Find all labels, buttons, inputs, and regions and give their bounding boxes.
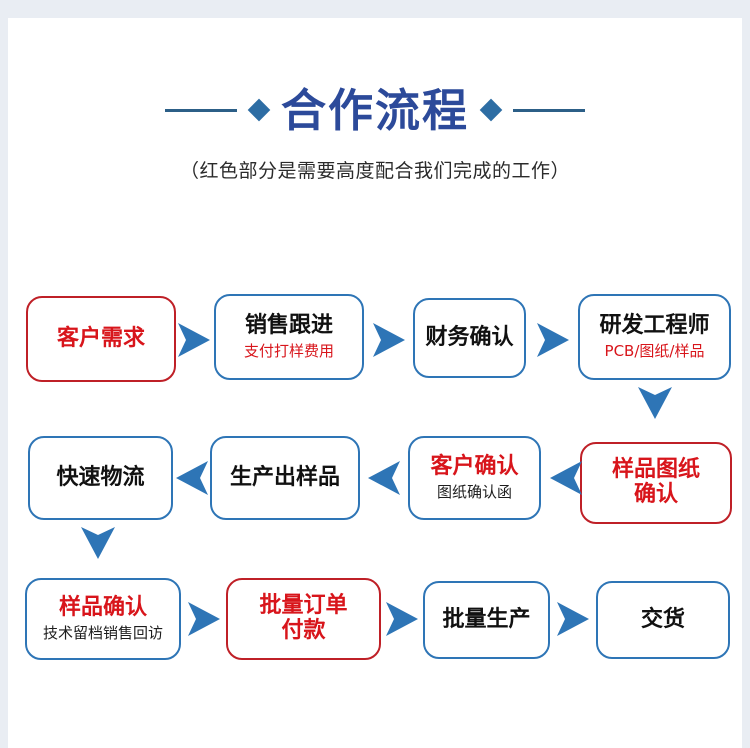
flow-node-title: 交货 (640, 606, 685, 632)
flow-node-bulk-production: 批量生产 (423, 581, 550, 659)
arrow-sample-to-order-icon (188, 602, 220, 636)
flow-node-subtitle: 技术留档销售回访 (42, 624, 163, 643)
flow-node-subtitle: PCB/图纸/样品 (604, 342, 705, 361)
flow-node-subtitle: 支付打样费用 (243, 342, 334, 361)
arrow-production-to-delivery-icon (557, 602, 589, 636)
flow-node-delivery: 交货 (596, 581, 730, 659)
flow-node-title: 批量生产 (442, 606, 531, 632)
page-header: 合作流程 （红色部分是需要高度配合我们完成的工作） (8, 80, 742, 183)
flow-node-title: 样品确认 (58, 595, 147, 621)
arrow-req-to-sales-icon (178, 323, 210, 357)
flow-node-sample-drawing-confirm: 样品图纸 确认 (580, 442, 732, 524)
flow-node-sales-followup: 销售跟进支付打样费用 (214, 294, 364, 380)
arrow-customer-to-produce-icon (368, 461, 400, 495)
flow-node-title: 批量订单 付款 (259, 593, 348, 643)
flow-node-title: 生产出样品 (229, 464, 340, 490)
flow-node-title: 快速物流 (56, 464, 145, 490)
flow-node-customer-confirm: 客户确认图纸确认函 (408, 436, 541, 520)
flow-node-title: 研发工程师 (599, 313, 710, 339)
arrow-finance-to-rnd-icon (537, 323, 569, 357)
flow-node-bulk-order-payment: 批量订单 付款 (226, 578, 381, 660)
flow-node-finance-confirm: 财务确认 (413, 298, 526, 378)
flow-node-produce-sample: 生产出样品 (210, 436, 360, 520)
content-panel: 合作流程 （红色部分是需要高度配合我们完成的工作） 客户需求 销售跟进支付打样费用… (8, 18, 742, 748)
arrow-rnd-to-sample-icon (638, 386, 673, 419)
arrow-order-to-production-icon (386, 602, 418, 636)
flow-node-rnd-engineer: 研发工程师 PCB/图纸/样品 (578, 294, 731, 380)
flow-node-title: 销售跟进 (244, 313, 333, 339)
title-row: 合作流程 (8, 80, 742, 140)
page-subtitle: （红色部分是需要高度配合我们完成的工作） (179, 160, 570, 182)
flow-node-subtitle: 图纸确认函 (436, 483, 512, 502)
page-title: 合作流程 (280, 83, 469, 137)
flow-node-fast-logistics: 快速物流 (28, 436, 173, 520)
title-rule-left (164, 108, 237, 112)
arrow-sample-to-customer-icon (550, 461, 582, 495)
flow-node-title: 财务确认 (425, 324, 514, 350)
flow-node-customer-requirement: 客户需求 (26, 296, 176, 382)
flow-node-sample-confirm: 样品确认技术留档销售回访 (25, 578, 181, 660)
arrow-produce-to-logistics-icon (176, 461, 208, 495)
flow-node-title: 客户确认 (430, 454, 519, 480)
arrow-sales-to-finance-icon (373, 323, 405, 357)
flow-node-title: 客户需求 (56, 325, 145, 351)
title-rule-right (513, 108, 585, 112)
arrow-logistics-to-sample-icon (81, 526, 116, 559)
flow-node-title: 样品图纸 确认 (611, 457, 700, 507)
process-flow-diagram: 客户需求 销售跟进支付打样费用 财务确认 研发工程师 PCB/图纸/样品快速物流 生产出样… (8, 18, 742, 748)
